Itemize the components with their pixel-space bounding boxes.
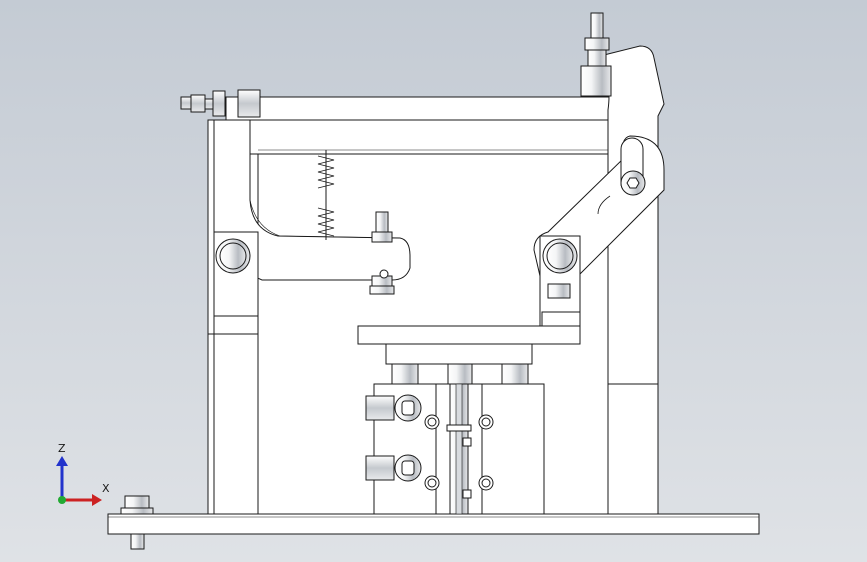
z-axis-label: Z (58, 442, 66, 455)
guide-rod-right (501, 363, 529, 385)
base-bolt-washer (120, 507, 154, 515)
left-lever-pocket (249, 199, 401, 239)
right-bolt-stud (590, 12, 604, 40)
platen-block (385, 343, 533, 365)
lever-bolt-nut (371, 231, 393, 243)
top-beam-lower (225, 119, 614, 155)
left-pivot-pin-inner (219, 242, 247, 270)
lever-bolt-hole (379, 269, 389, 279)
left-lever (213, 119, 411, 281)
right-pivot-pin-inner (546, 242, 574, 270)
air-fitting-lower-tube (365, 455, 395, 481)
platen-plate (357, 325, 581, 345)
x-axis-label: X (102, 482, 110, 495)
right-arm-slot-2 (597, 195, 611, 215)
left-bolt-nut (190, 94, 206, 113)
x-axis-arrow (92, 494, 102, 506)
left-bolt-collar (212, 90, 226, 117)
left-bolt-head (237, 89, 261, 118)
y-axis-dot (58, 496, 66, 504)
coordinate-triad: Z X (56, 442, 110, 506)
right-bolt-body (587, 49, 607, 67)
guide-rod-mid (447, 363, 473, 385)
air-fitting-upper-tube (365, 395, 395, 421)
piston-clip-3 (462, 489, 472, 499)
right-pivot-screw (547, 283, 571, 299)
right-arm-hex (626, 177, 640, 189)
right-bolt-head (580, 65, 612, 97)
base-bolt-shank (130, 533, 145, 550)
lever-bolt-cap (369, 285, 395, 295)
top-beam (225, 96, 614, 121)
spring-lower (317, 207, 335, 237)
piston-clip-1 (446, 424, 472, 432)
guide-rod-left (391, 363, 419, 385)
lever-bolt-top (375, 211, 389, 235)
left-bolt-body (204, 98, 214, 110)
left-bolt-tip (180, 96, 192, 110)
right-pivot-foot (541, 311, 581, 327)
right-bolt-nut (584, 37, 610, 51)
piston-clip-2 (462, 437, 472, 447)
z-axis-arrow (56, 456, 68, 466)
piston-rod-inner (455, 383, 463, 515)
spring-upper (317, 155, 335, 189)
